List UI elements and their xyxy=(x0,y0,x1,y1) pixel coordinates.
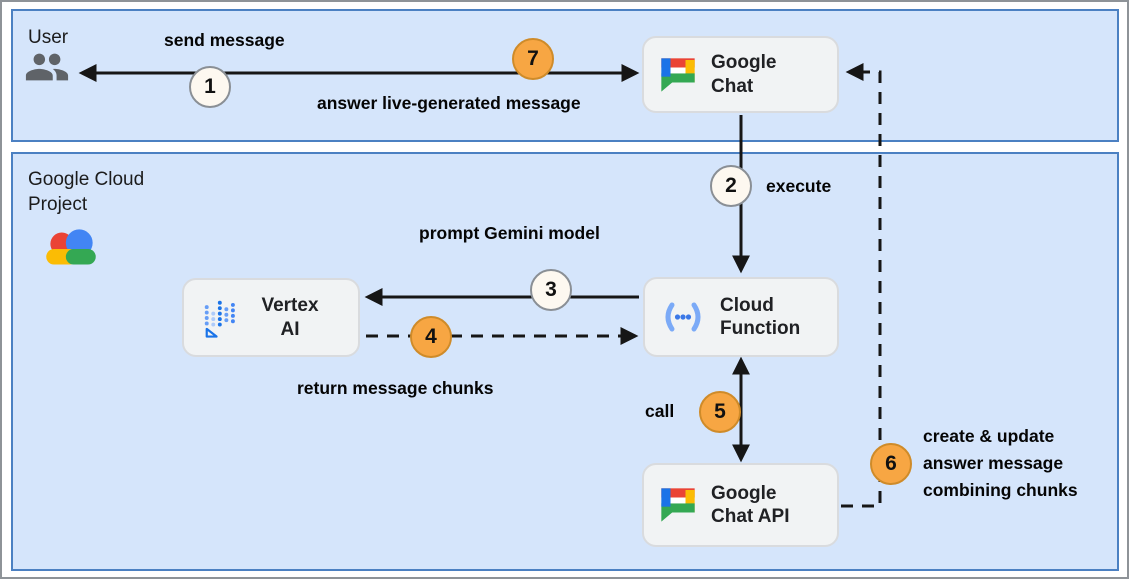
edge-label-answer: answer live-generated message xyxy=(317,93,581,113)
node-google-chat-api-label: Google Chat API xyxy=(711,482,790,527)
edge-label-execute: execute xyxy=(766,176,832,196)
node-cloud-function-label: Cloud Function xyxy=(720,294,801,339)
google-cloud-project-zone xyxy=(11,152,1119,571)
step-badge-6: 6 xyxy=(870,443,912,485)
step-badge-5: 5 xyxy=(699,391,741,433)
node-google-chat-label: Google Chat xyxy=(711,52,777,97)
step-badge-1: 1 xyxy=(189,66,231,108)
step-badge-3: 3 xyxy=(530,269,572,311)
edge-label-send-message: send message xyxy=(164,30,285,50)
people-icon xyxy=(22,44,72,95)
node-google-chat-api: Google Chat API xyxy=(642,463,839,547)
user-zone-label: User xyxy=(28,27,69,48)
step-badge-4: 4 xyxy=(410,316,452,358)
edge-label-prompt-gemini: prompt Gemini model xyxy=(419,223,600,243)
edge-label-create-update: create & update answer message combining… xyxy=(923,426,1078,501)
node-cloud-function: Cloud Function xyxy=(643,277,839,357)
user-zone xyxy=(11,9,1119,142)
google-cloud-logo-icon xyxy=(38,226,104,277)
google-chat-icon xyxy=(658,55,698,95)
node-google-chat: Google Chat xyxy=(642,36,839,113)
edge-label-return-chunks: return message chunks xyxy=(297,378,494,398)
gcp-zone-label: Google Cloud Project xyxy=(28,169,145,215)
node-vertex-ai: Vertex AI xyxy=(182,278,360,357)
edge-label-call: call xyxy=(645,401,675,421)
google-chat-icon xyxy=(658,485,698,525)
cloud-functions-icon xyxy=(659,299,707,335)
vertex-ai-icon xyxy=(198,294,246,342)
node-vertex-ai-label: Vertex AI xyxy=(261,295,319,340)
step-badge-2: 2 xyxy=(710,165,752,207)
step-badge-7: 7 xyxy=(512,38,554,80)
